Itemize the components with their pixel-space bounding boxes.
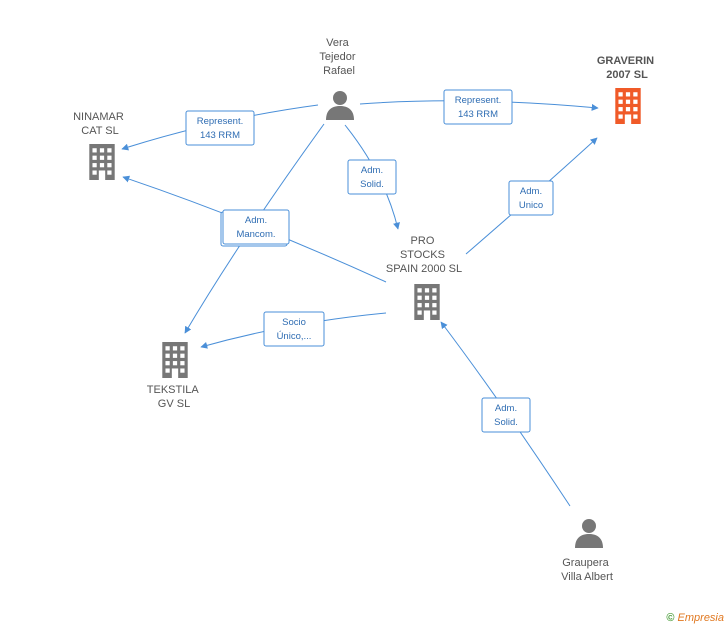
brand-name: mpresia <box>684 612 724 624</box>
node-label-vera: Vera Tejedor Rafael <box>319 37 358 77</box>
building-icon[interactable] <box>615 88 641 124</box>
edge-label-vera-ninamar[interactable]: Represent.143 RRM <box>185 110 255 146</box>
edge-label-text: Adm.Solid. <box>360 165 384 190</box>
edge-label-vera-graverin[interactable]: Represent.143 RRM <box>443 89 513 125</box>
node-label-tekstila: TEKSTILA GV SL <box>147 384 201 410</box>
edge-label-graupera-pro[interactable]: Adm.Solid. <box>481 397 531 433</box>
node-label-pro: PRO STOCKS SPAIN 2000 SL <box>386 235 462 275</box>
edge-label-text: Adm.Mancom. <box>236 215 275 240</box>
node-label-ninamar: NINAMAR CAT SL <box>73 111 127 137</box>
person-icon[interactable] <box>575 519 603 548</box>
copyright-symbol: © <box>666 612 675 624</box>
edge-label-text: Represent.143 RRM <box>197 116 243 141</box>
building-icon[interactable] <box>162 342 188 378</box>
edge-label-text: Adm.Solid. <box>494 403 518 428</box>
edge-label-pro-graverin[interactable]: Adm.Unico <box>508 180 554 216</box>
footer-brand: © Empresia <box>666 612 724 624</box>
edge-label-text: Represent.143 RRM <box>455 95 501 120</box>
building-icon[interactable] <box>414 284 440 320</box>
edge-label-mancom[interactable]: Adm.Mancom. <box>220 209 290 247</box>
edge-label-text: Adm.Unico <box>519 186 543 211</box>
person-icon[interactable] <box>326 91 354 120</box>
node-label-graverin: GRAVERIN 2007 SL <box>597 55 657 81</box>
node-label-graupera: Graupera Villa Albert <box>561 557 613 583</box>
brand-initial: E <box>677 612 685 624</box>
building-icon[interactable] <box>89 144 115 180</box>
edge-label-vera-pro[interactable]: Adm.Solid. <box>347 159 397 195</box>
